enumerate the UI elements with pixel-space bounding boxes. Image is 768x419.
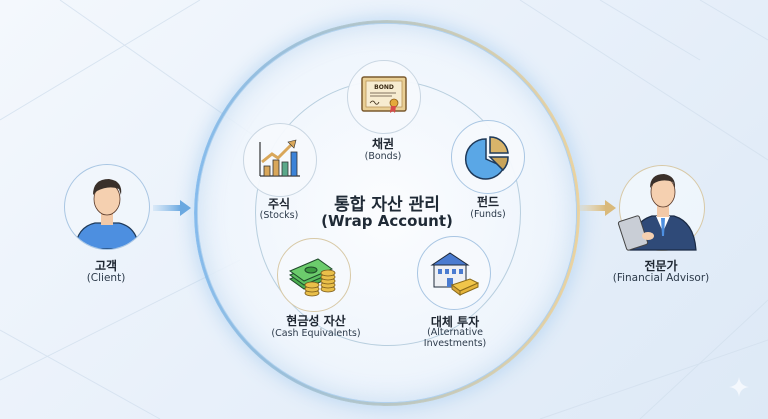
alternative-node[interactable] — [417, 236, 491, 310]
sparkle-icon — [729, 377, 749, 397]
bar-chart-arrow-icon — [259, 139, 300, 177]
alternative-label-en-1: (Alternative — [427, 327, 483, 338]
advisor-label-en: (Financial Advisor) — [612, 272, 710, 284]
pie-chart-icon — [464, 136, 509, 180]
center-title: 통합 자산 관리 — [334, 195, 440, 215]
cash-node[interactable] — [277, 238, 351, 312]
svg-text:BOND: BOND — [374, 84, 394, 91]
funds-label-en: (Funds) — [470, 209, 506, 220]
bonds-node[interactable]: BOND — [347, 60, 421, 134]
client-label: 고객 — [94, 259, 118, 273]
advisor-avatar[interactable] — [617, 165, 705, 251]
bonds-label-en: (Bonds) — [364, 151, 402, 162]
client-label-en: (Client) — [86, 272, 126, 284]
person-advisor-icon — [617, 174, 697, 251]
alternative-label-en-2: Investments) — [423, 338, 487, 349]
center-subtitle: (Wrap Account) — [321, 212, 453, 230]
cash-label: 현금성 자산 — [286, 314, 346, 328]
building-gold-icon — [430, 252, 480, 296]
client-avatar[interactable] — [64, 164, 150, 250]
bonds-label: 채권 — [371, 137, 395, 151]
funds-node[interactable] — [451, 120, 525, 194]
cash-coins-icon — [288, 258, 336, 297]
bond-certificate-icon: BOND — [361, 76, 407, 113]
alternative-label: 대체 투자 — [430, 315, 480, 329]
stocks-label-en: (Stocks) — [259, 210, 299, 221]
stocks-label: 주식 — [267, 197, 291, 211]
client-to-wrap-arrow-icon — [153, 200, 191, 216]
funds-label: 펀드 — [476, 195, 500, 209]
person-client-icon — [74, 179, 140, 249]
cash-label-en: (Cash Equivalents) — [271, 328, 361, 339]
wrap-to-advisor-arrow-icon — [578, 200, 616, 216]
advisor-label: 전문가 — [644, 259, 678, 273]
stocks-node[interactable] — [243, 123, 317, 197]
